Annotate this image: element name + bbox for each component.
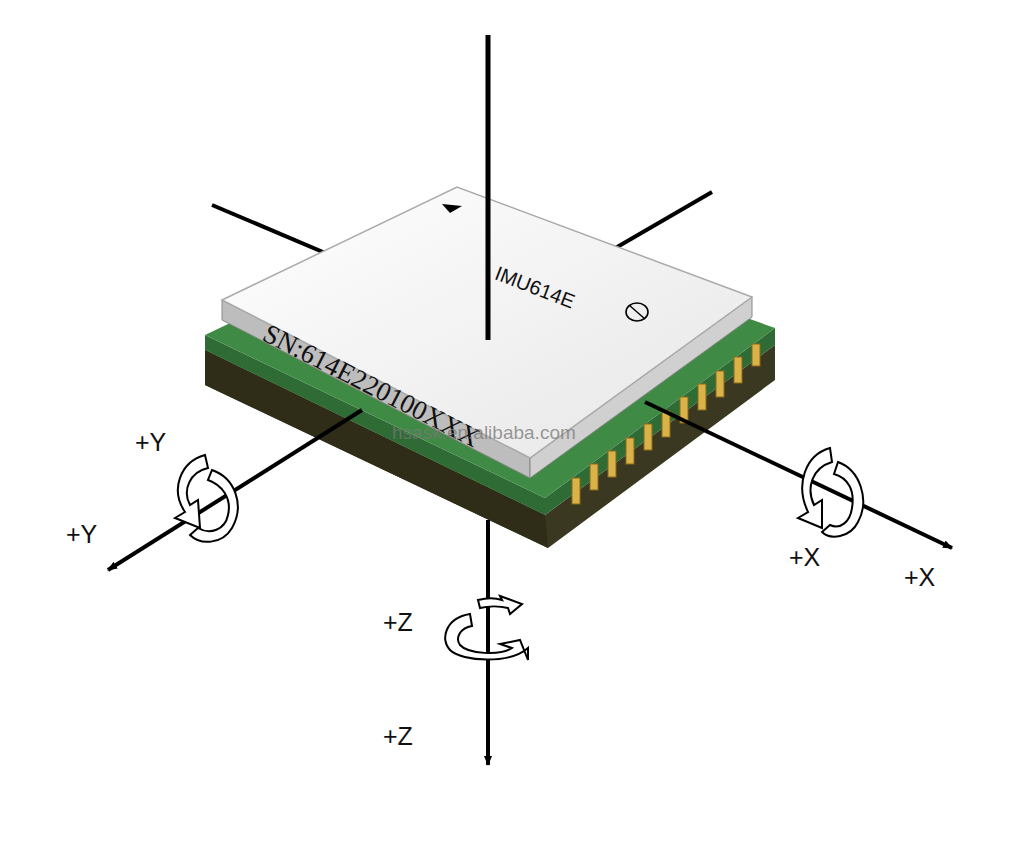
rotation-arrow [175,455,238,542]
x-axis [645,402,952,548]
axis-label: +X [904,563,935,592]
rotation-arrow [445,596,528,660]
axis-label: +X [789,543,820,572]
watermark: hsask.en.alibaba.com [392,422,576,444]
axis-line [612,192,712,250]
axis-line [212,205,330,255]
axis-label: +Z [383,722,413,751]
rotation-arrow [798,448,863,537]
axis-label: +Y [66,520,97,549]
axis-label: +Y [135,428,166,457]
axis-label: +Z [383,608,413,637]
pin1-marker [442,204,462,213]
axis-line [486,35,491,340]
logo-mark [626,303,648,321]
z-axis [486,520,490,765]
y-axis [108,410,362,570]
